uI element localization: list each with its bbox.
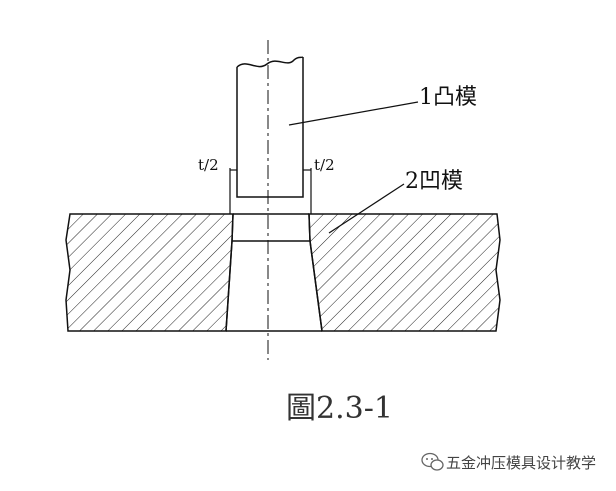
die-label: 2凹模 [405, 169, 463, 194]
watermark-text: 五金冲压模具设计教学 [446, 454, 596, 472]
watermark: 五金冲压模具设计教学 [421, 452, 596, 472]
wechat-icon [421, 452, 444, 471]
die-leader-line [328, 183, 405, 234]
die-left-half [65, 213, 234, 332]
punch-leader-line [288, 101, 419, 126]
clearance-dimension-right [303, 168, 312, 214]
die-opening [225, 213, 323, 332]
punch [236, 56, 304, 198]
clearance-label-left: t/2 [198, 156, 219, 174]
clearance-label-right: t/2 [314, 156, 335, 174]
die-right-half [308, 213, 501, 332]
figure-caption: 圖2.3-1 [286, 391, 393, 426]
punch-label: 1凸模 [419, 85, 477, 110]
clearance-dimension-left [229, 168, 237, 214]
